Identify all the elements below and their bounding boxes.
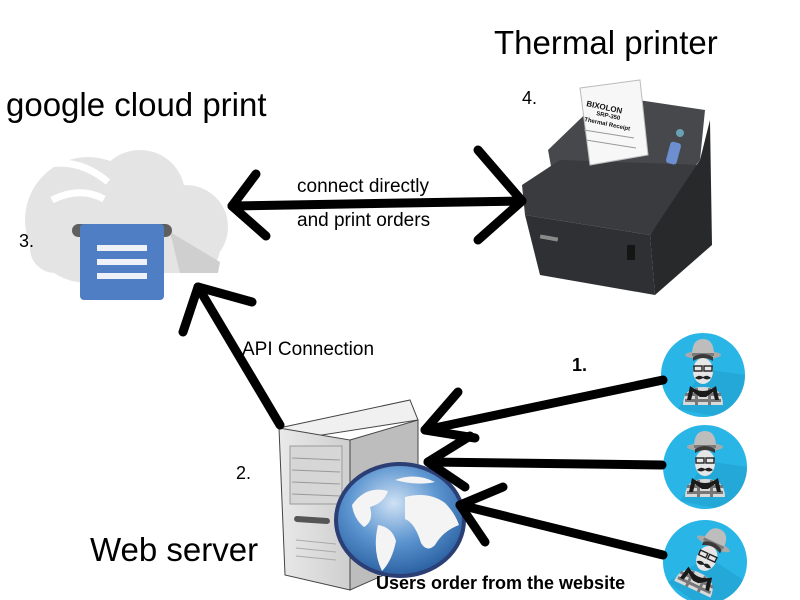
bidirectional-arrow (227, 145, 527, 245)
printer-title: Thermal printer (494, 24, 718, 61)
users-caption: Users order from the website (376, 573, 626, 593)
step-4-label: 4. (522, 88, 538, 108)
connect-label-line1: connect directly (297, 176, 430, 197)
api-arrow (178, 282, 285, 430)
server-title: Web server (90, 531, 259, 568)
svg-text:SRP-350: SRP-350 (596, 111, 622, 122)
cloud-print-title: google cloud print (6, 86, 267, 123)
step-3-label: 3. (19, 231, 35, 251)
connect-label-line2: and print orders (297, 210, 431, 231)
step-2-label: 2. (236, 463, 252, 483)
user-order-arrows (420, 375, 668, 560)
step-1-label: 1. (572, 355, 588, 375)
api-connection-label: API Connection (242, 339, 375, 360)
